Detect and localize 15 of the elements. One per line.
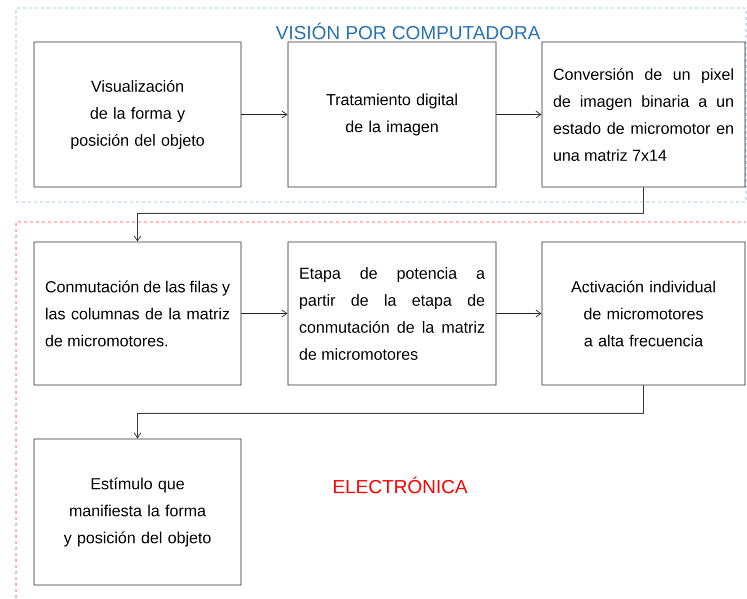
region-title: ELECTRÓNICA — [334, 476, 468, 494]
arrow — [134, 186, 644, 242]
region-title: VISIÓN POR COMPUTADORA — [276, 22, 540, 40]
arrow — [240, 110, 288, 118]
process-box: Conversión de un pixel de imagen binaria a un estado de micromotor en una matriz 7x14 — [542, 42, 746, 188]
arrow — [134, 384, 644, 439]
process-box: Visualización de la forma y posición del objeto — [34, 42, 242, 188]
process-box: Etapa de potencia a partir de la etapa de conmutación de la matriz de micromotores — [288, 242, 496, 386]
arrow — [240, 310, 288, 318]
process-box: Tratamiento digital de la imagen — [288, 42, 496, 188]
arrow — [496, 110, 542, 118]
arrow — [496, 310, 542, 318]
process-box: Estímulo que manifiesta la forma y posición del objeto — [34, 438, 242, 586]
process-box: Conmutación de las filas y las columnas de la matriz de micromotores. — [34, 242, 242, 386]
process-box: Activación individual de micromotores a alta frecuencia — [542, 242, 746, 386]
